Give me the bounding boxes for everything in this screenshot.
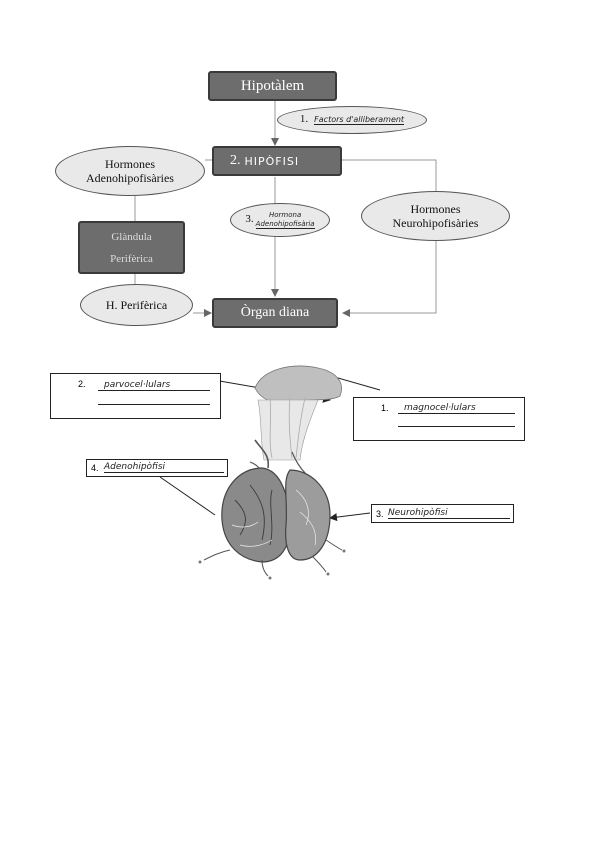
- glandula-line2: Perifèrica: [110, 252, 153, 265]
- hormones-neuro-label: Hormones Neurohipofisàries: [392, 201, 479, 230]
- pituitary-illustration: [198, 365, 346, 580]
- factors-number: 1.: [299, 113, 309, 126]
- hipofisi-box: 2. HIPÒFISI: [212, 146, 342, 176]
- organ-diana-label: Òrgan diana: [240, 305, 310, 320]
- factors-ellipse: 1. Factors d'alliberament: [277, 106, 427, 134]
- h-periferica-ellipse: H. Perifèrica: [80, 284, 193, 326]
- glandula-line1: Glàndula: [111, 230, 152, 243]
- label3-number: 3.: [376, 509, 384, 519]
- hormona-ellipse: 3. Hormona Adenohipofisària: [230, 203, 330, 237]
- label-box-1: 1. magnocel·lulars: [353, 397, 525, 441]
- label1-number: 1.: [381, 403, 389, 413]
- label2-number: 2.: [78, 379, 86, 389]
- hipofisi-answer: HIPÒFISI: [244, 154, 300, 168]
- hormona-answer-line2: Adenohipofisària: [255, 219, 315, 229]
- hormones-neuro-ellipse: Hormones Neurohipofisàries: [361, 191, 510, 241]
- label3-answer: Neurohipòfisi: [388, 508, 510, 519]
- label-box-4: 4. Adenohipòfisi: [86, 459, 228, 477]
- hipotalem-label: Hipotàlem: [240, 77, 305, 94]
- organ-diana-box: Òrgan diana: [212, 298, 338, 328]
- hormones-adeno-label: Hormones Adenohipofisàries: [86, 156, 174, 185]
- label2-answer: parvocel·lulars: [98, 380, 210, 391]
- hormona-answer-line1: Hormona: [268, 211, 302, 220]
- label1-answer: magnocel·lulars: [398, 403, 515, 414]
- glandula-box: Glàndula Perifèrica: [78, 221, 185, 274]
- label4-number: 4.: [91, 463, 99, 473]
- factors-answer: Factors d'alliberament: [314, 114, 405, 126]
- h-periferica-label: H. Perifèrica: [105, 297, 168, 312]
- label4-answer: Adenohipòfisi: [104, 462, 224, 473]
- hormones-adeno-ellipse: Hormones Adenohipofisàries: [55, 146, 205, 196]
- hormona-number: 3.: [245, 213, 254, 226]
- hipotalem-box: Hipotàlem: [208, 71, 337, 101]
- label1-blank-line: [398, 426, 515, 427]
- label2-blank-line: [98, 404, 210, 405]
- label-box-2: 2. parvocel·lulars: [50, 373, 221, 419]
- label-box-3: 3. Neurohipòfisi: [371, 504, 514, 523]
- hipofisi-number: 2.: [230, 153, 241, 168]
